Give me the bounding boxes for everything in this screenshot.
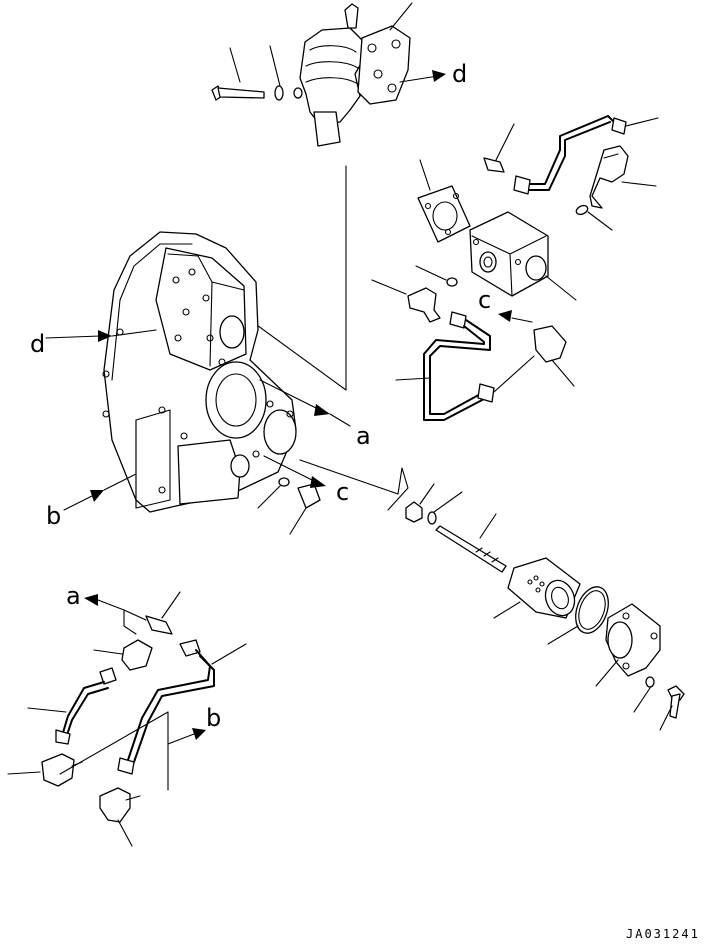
delivery-tube-upper [513, 115, 659, 195]
ref-letter-c-mid: c [478, 286, 491, 314]
pump-bolt [211, 47, 265, 101]
pump-assembly [299, 2, 413, 147]
tube-bottom-long [117, 639, 247, 775]
elbow-fitting-mid [371, 279, 441, 323]
connector-fitting-upper [483, 123, 515, 173]
gasket [417, 159, 471, 243]
cover [595, 603, 661, 687]
elbow-fitting-upper [589, 145, 657, 209]
cover-washer [633, 676, 655, 713]
ref-letter-b-bottom: b [206, 704, 221, 732]
pump-drive-housing [102, 231, 297, 513]
shaft-guide-line [299, 459, 409, 511]
shaft-nut [405, 483, 435, 523]
tube-bottom-short [27, 667, 117, 745]
ref-letter-a-bottom: a [66, 582, 81, 610]
delivery-tube-mid [395, 311, 535, 421]
elbow-fitting-bottom [93, 639, 153, 671]
cover-bolt [659, 685, 685, 731]
o-ring-upper [575, 204, 613, 231]
o-ring-housing-port [257, 477, 290, 509]
elbow-fitting-bottom-right [99, 787, 141, 847]
pump-washer [269, 45, 284, 101]
drawing-code: JA031241 [626, 927, 700, 941]
drive-shaft [435, 513, 507, 573]
elbow-fitting-mid-right [533, 325, 575, 387]
ref-letter-b-housing: b [46, 502, 61, 530]
o-ring-cover [547, 586, 609, 645]
gear-pump [469, 211, 577, 301]
ref-letter-d-left: d [30, 330, 45, 358]
shaft-washer [427, 491, 463, 525]
coupling [493, 557, 581, 619]
ref-letter-d-top: d [452, 60, 467, 88]
elbow-fitting-bottom-left [7, 753, 83, 787]
pump-nut [293, 87, 303, 99]
ref-letter-c-housing: c [336, 478, 349, 506]
plug [289, 483, 321, 535]
ref-letter-a-housing: a [356, 422, 371, 450]
o-ring-pump-port [415, 265, 458, 287]
assembly-guide-line [249, 165, 347, 391]
straight-connector-bottom [145, 591, 181, 635]
